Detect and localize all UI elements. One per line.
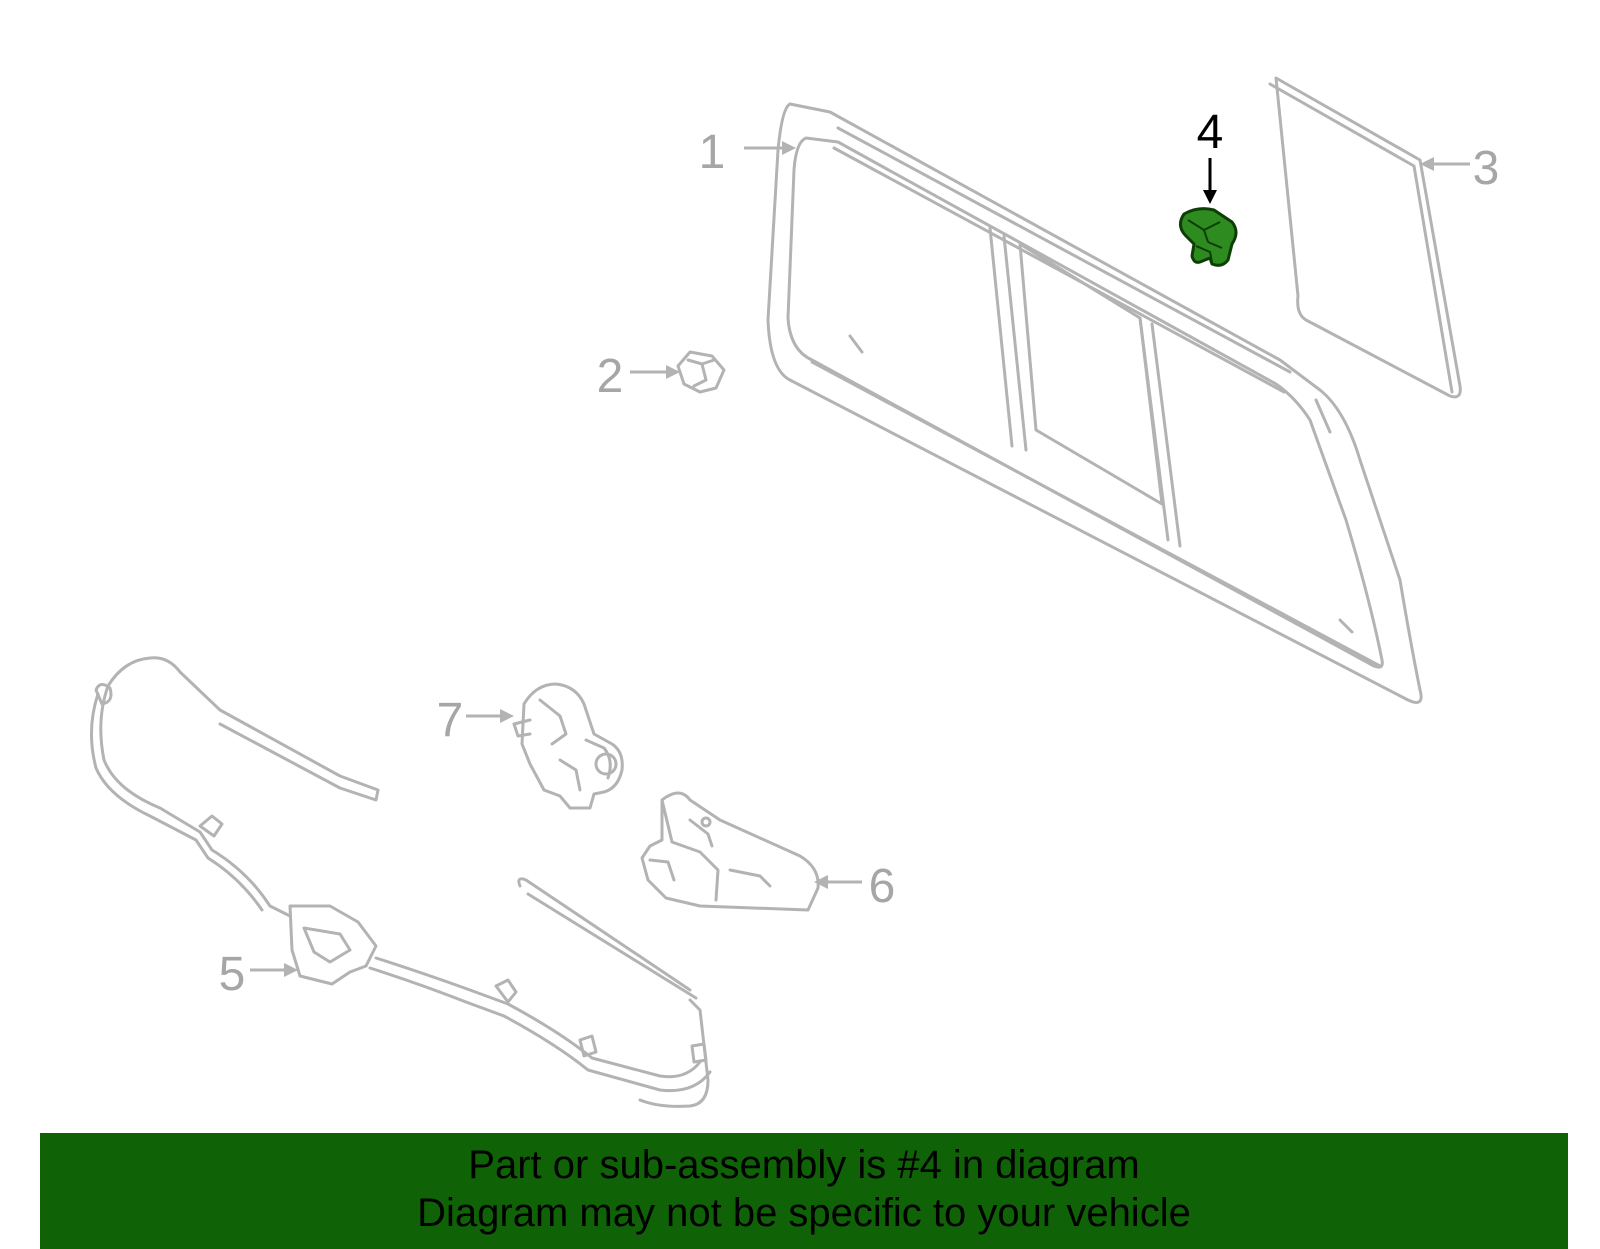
part-2-clip: [676, 350, 726, 394]
callout-label-2: 2: [597, 350, 624, 403]
callout-label-4: 4: [1197, 106, 1224, 159]
leader-7: [466, 709, 514, 723]
part-7-actuator-motor: [512, 682, 624, 810]
leader-1: [744, 141, 796, 155]
callout-label-7: 7: [437, 694, 464, 747]
part-5-latch-cable-assembly: [89, 656, 712, 1108]
leader-6: [814, 875, 862, 889]
callout-label-1: 1: [699, 126, 726, 179]
leader-3: [1420, 157, 1470, 171]
part-info-banner: Part or sub-assembly is #4 in diagram Di…: [40, 1133, 1568, 1249]
banner-line-disclaimer: Diagram may not be specific to your vehi…: [417, 1191, 1191, 1235]
callout-label-6: 6: [869, 860, 896, 913]
part-1-back-glass-frame: [766, 102, 1423, 704]
part-6-handle-bracket: [640, 791, 820, 912]
callout-label-5: 5: [219, 948, 246, 1001]
leader-2: [630, 365, 680, 379]
part-4-bracket-highlighted: [1179, 207, 1238, 267]
leader-4: [1203, 158, 1217, 204]
part-3-glass-panel: [1268, 76, 1462, 399]
leader-5: [250, 963, 298, 977]
banner-line-part-number: Part or sub-assembly is #4 in diagram: [468, 1143, 1140, 1187]
callout-label-3: 3: [1473, 142, 1500, 195]
